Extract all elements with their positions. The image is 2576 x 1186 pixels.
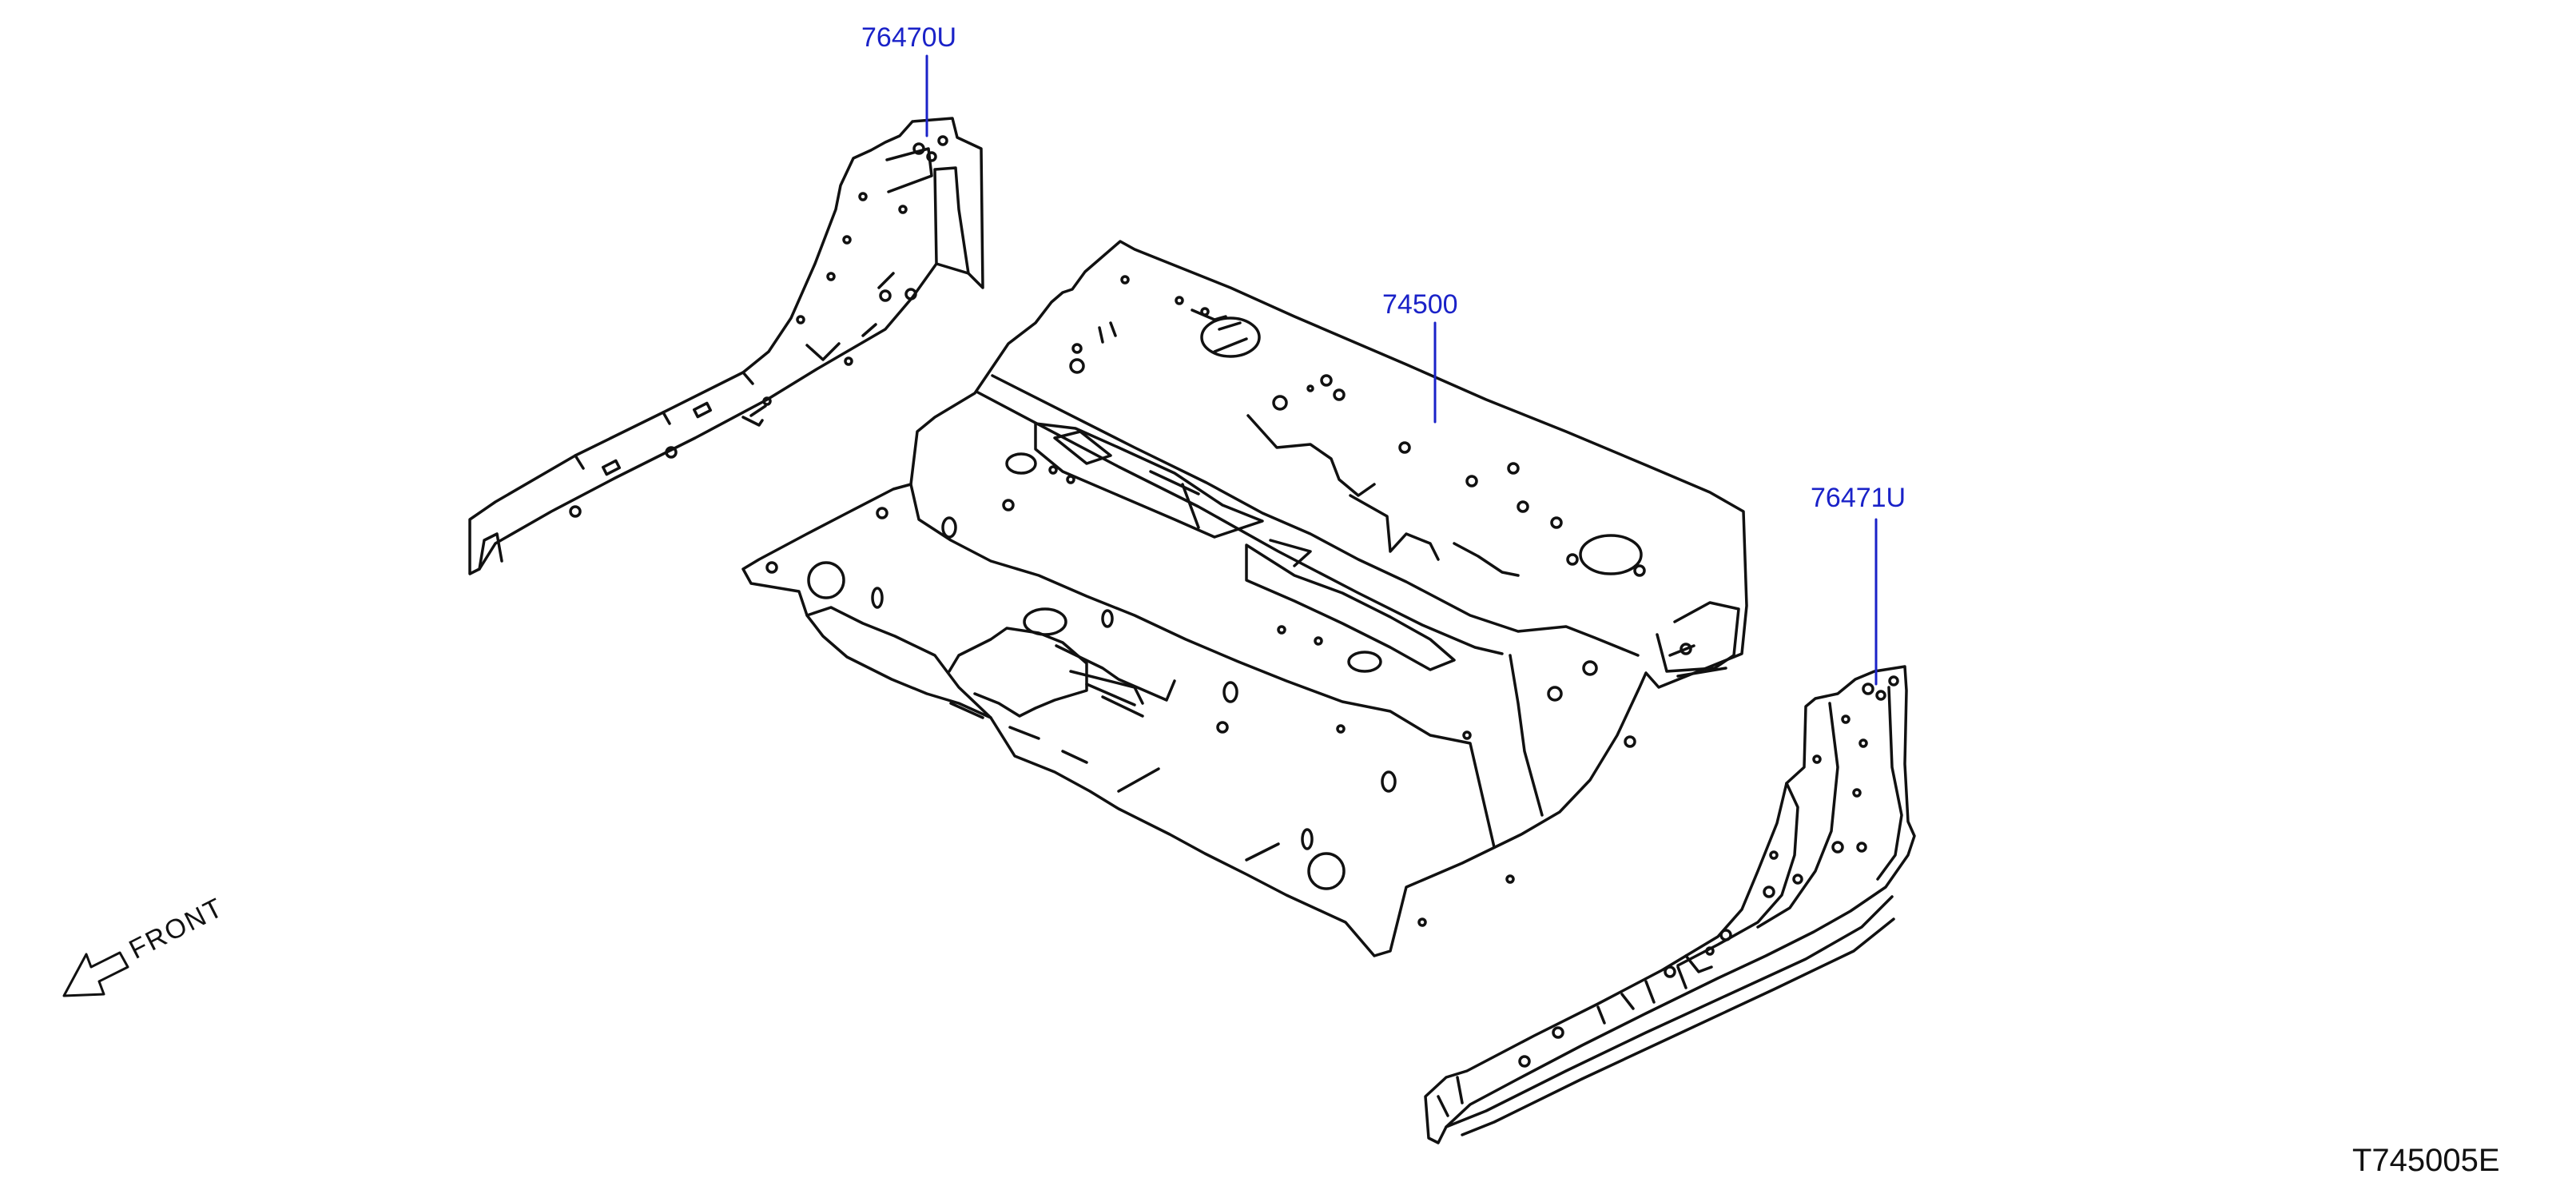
callout-right-side-member[interactable]: 76471U [1811,483,1906,513]
rear-floor-part[interactable] [741,240,1748,957]
callout-left-side-member[interactable]: 76470U [861,22,957,53]
diagram-code: T745005E [2352,1143,2500,1178]
arrow-down-left-icon [62,951,129,997]
callout-rear-floor[interactable]: 74500 [1382,289,1458,320]
right-side-member-part[interactable] [1424,665,1916,1144]
left-side-member-part[interactable] [468,117,984,575]
